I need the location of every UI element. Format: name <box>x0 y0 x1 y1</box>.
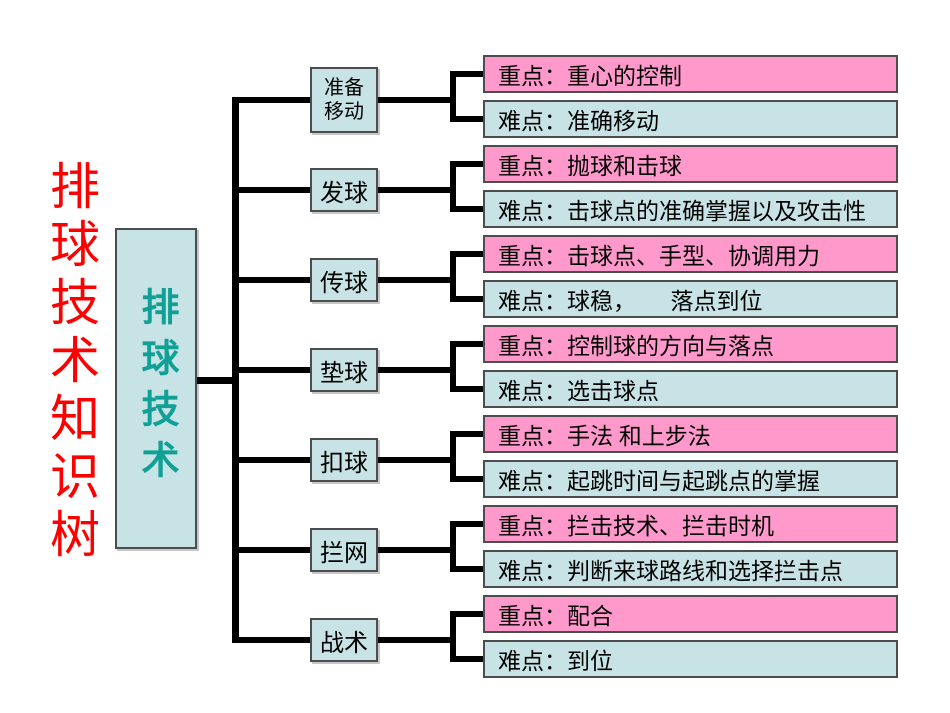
bracket-line <box>450 251 456 302</box>
difficulty-box: 难点：球稳， 落点到位 <box>483 280 898 318</box>
key-point-box: 重点：控制球的方向与落点 <box>483 325 898 363</box>
branch-node-label: 垫球 <box>320 360 368 387</box>
bracket-line <box>450 341 483 347</box>
connector-line <box>378 187 456 193</box>
key-point-label: 重点：重心的控制 <box>498 64 682 89</box>
difficulty-box: 难点：准确移动 <box>483 100 898 138</box>
branch-node-label: 传球 <box>320 270 368 297</box>
bracket-line <box>450 71 483 77</box>
bracket-line <box>450 431 483 437</box>
connector-line <box>378 547 456 553</box>
connector-line <box>378 367 456 373</box>
bracket-line <box>450 521 456 572</box>
difficulty-label: 难点：球稳， 落点到位 <box>498 289 763 314</box>
branch-node-label: 发球 <box>320 180 368 207</box>
branch-node-spike: 扣球 <box>310 438 378 482</box>
branch-node-prepare-move: 准备 移动 <box>310 67 378 133</box>
connector-line <box>235 97 310 103</box>
bracket-line <box>450 431 456 482</box>
key-point-label: 重点：抛球和击球 <box>498 154 682 179</box>
bracket-line <box>450 386 483 392</box>
root-node-label: 排球技术 <box>135 286 177 491</box>
key-point-box: 重点：击球点、手型、协调用力 <box>483 235 898 273</box>
difficulty-label: 难点：判断来球路线和选择拦击点 <box>498 559 843 584</box>
key-point-box: 重点：抛球和击球 <box>483 145 898 183</box>
bracket-line <box>450 476 483 482</box>
bracket-line <box>450 71 456 122</box>
key-point-box: 重点：手法 和上步法 <box>483 415 898 453</box>
bracket-line <box>450 161 483 167</box>
connector-line <box>235 547 310 553</box>
bracket-line <box>450 521 483 527</box>
difficulty-label: 难点：准确移动 <box>498 109 659 134</box>
branch-node-label: 扣球 <box>320 450 368 477</box>
branch-node-pass: 传球 <box>310 258 378 302</box>
connector-line <box>378 97 456 103</box>
connector-line <box>235 367 310 373</box>
bracket-line <box>450 206 483 212</box>
difficulty-box: 难点：选击球点 <box>483 370 898 408</box>
key-point-box: 重点：拦击技术、拦击时机 <box>483 505 898 543</box>
difficulty-label: 难点：到位 <box>498 649 613 674</box>
difficulty-box: 难点：击球点的准确掌握以及攻击性 <box>483 190 898 228</box>
key-point-box: 重点：重心的控制 <box>483 55 898 93</box>
connector-line <box>378 637 456 643</box>
branch-node-serve: 发球 <box>310 168 378 212</box>
page-title: 排球技术知识树 <box>43 160 99 566</box>
bracket-line <box>450 656 483 662</box>
difficulty-box: 难点：判断来球路线和选择拦击点 <box>483 550 898 588</box>
bracket-line <box>450 341 456 392</box>
bracket-line <box>450 296 483 302</box>
bracket-line <box>450 611 483 617</box>
difficulty-label: 难点：起跳时间与起跳点的掌握 <box>498 469 820 494</box>
key-point-label: 重点：控制球的方向与落点 <box>498 334 774 359</box>
branch-node-label: 拦网 <box>320 540 368 567</box>
key-point-label: 重点：配合 <box>498 604 613 629</box>
difficulty-box: 难点：起跳时间与起跳点的掌握 <box>483 460 898 498</box>
bracket-line <box>450 566 483 572</box>
connector-line <box>378 457 456 463</box>
difficulty-label: 难点：选击球点 <box>498 379 659 404</box>
root-connector-line <box>197 377 235 384</box>
branch-node-label: 准备 移动 <box>324 77 364 123</box>
key-point-label: 重点：手法 和上步法 <box>498 424 711 449</box>
key-point-label: 重点：拦击技术、拦击时机 <box>498 514 774 539</box>
connector-line <box>235 637 310 643</box>
branch-node-tactics: 战术 <box>310 618 378 662</box>
connector-line <box>235 187 310 193</box>
bracket-line <box>450 251 483 257</box>
branch-node-block: 拦网 <box>310 528 378 572</box>
connector-line <box>235 457 310 463</box>
branch-node-label: 战术 <box>320 630 368 657</box>
bracket-line <box>450 611 456 662</box>
key-point-label: 重点：击球点、手型、协调用力 <box>498 244 820 269</box>
connector-line <box>378 277 456 283</box>
key-point-box: 重点：配合 <box>483 595 898 633</box>
root-node: 排球技术 <box>115 228 197 549</box>
difficulty-box: 难点：到位 <box>483 640 898 678</box>
connector-line <box>235 277 310 283</box>
bracket-line <box>450 161 456 212</box>
branch-node-dig: 垫球 <box>310 348 378 392</box>
bracket-line <box>450 116 483 122</box>
difficulty-label: 难点：击球点的准确掌握以及攻击性 <box>498 199 866 224</box>
